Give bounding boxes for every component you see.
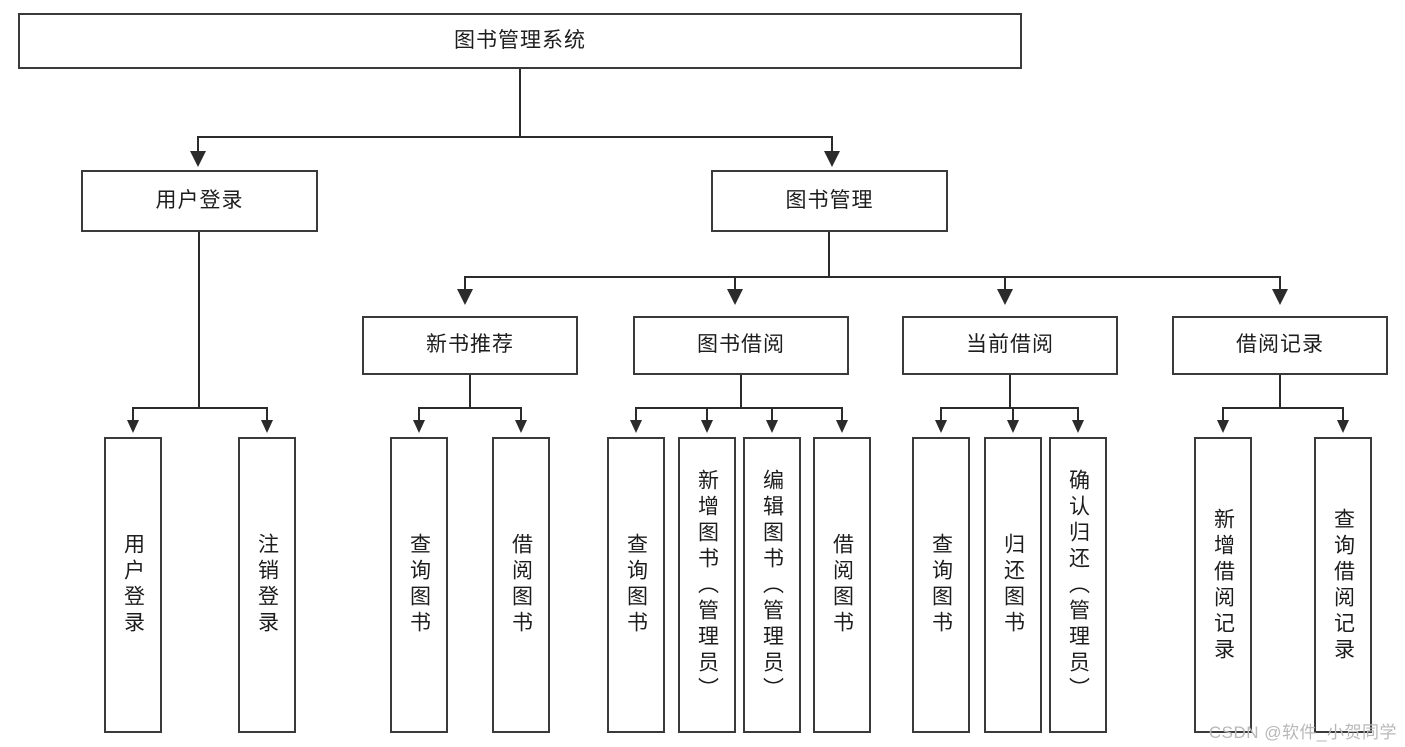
arrow-down-icon	[1072, 420, 1084, 433]
leaf-return-book[interactable]: 归还图书	[984, 437, 1042, 733]
connector-drop-leaf	[1222, 407, 1224, 421]
leaf-query-book-1[interactable]: 查询图书	[390, 437, 448, 733]
connector-stem	[740, 375, 742, 409]
connector-drop-leaf	[132, 407, 134, 421]
connector-bus	[635, 407, 843, 409]
connector-bus	[1222, 407, 1344, 409]
node-new-book-recommend[interactable]: 新书推荐	[362, 316, 578, 375]
leaf-label: 借阅图书	[509, 533, 533, 637]
leaf-query-book-2[interactable]: 查询图书	[607, 437, 665, 733]
connector-drop-leaf	[1012, 407, 1014, 421]
connector-user-login-bus	[132, 407, 268, 409]
node-book-management[interactable]: 图书管理	[711, 170, 948, 232]
connector-stem	[469, 375, 471, 409]
connector-drop-leaf	[418, 407, 420, 421]
connector-book-management-stem	[828, 232, 830, 277]
connector-drop-book-borrow	[734, 276, 736, 290]
connector-book-management-bus	[464, 276, 1280, 278]
leaf-confirm-return[interactable]: 确认归还（管理员）	[1049, 437, 1107, 733]
leaf-label: 查询图书	[929, 533, 953, 637]
arrow-down-icon	[261, 420, 273, 433]
csdn-watermark: CSDN @软件_小贺同学	[1208, 723, 1397, 742]
connector-drop-user-login	[197, 136, 199, 152]
connector-root-stem	[519, 69, 521, 137]
arrow-down-icon	[935, 420, 947, 433]
node-label: 图书管理	[785, 188, 874, 212]
node-root-system[interactable]: 图书管理系统	[18, 13, 1022, 69]
leaf-add-record[interactable]: 新增借阅记录	[1194, 437, 1252, 733]
node-book-borrow[interactable]: 图书借阅	[633, 316, 849, 375]
leaf-label: 归还图书	[1001, 533, 1025, 637]
connector-drop-leaf	[771, 407, 773, 421]
arrow-down-icon	[457, 289, 473, 305]
connector-drop-leaf	[841, 407, 843, 421]
node-user-login[interactable]: 用户登录	[81, 170, 318, 232]
arrow-down-icon	[413, 420, 425, 433]
leaf-label: 用户登录	[121, 533, 145, 637]
leaf-label: 确认归还（管理员）	[1066, 469, 1090, 703]
connector-stem	[1009, 375, 1011, 409]
arrow-down-icon	[1272, 289, 1288, 305]
leaf-label: 新增图书（管理员）	[695, 469, 719, 703]
leaf-borrow-book-2[interactable]: 借阅图书	[813, 437, 871, 733]
leaf-logout-login[interactable]: 注销登录	[238, 437, 296, 733]
node-borrow-record[interactable]: 借阅记录	[1172, 316, 1388, 375]
node-label: 图书借阅	[697, 333, 785, 357]
arrow-down-icon	[701, 420, 713, 433]
leaf-label: 编辑图书（管理员）	[760, 469, 784, 703]
arrow-down-icon	[630, 420, 642, 433]
arrow-down-icon	[997, 289, 1013, 305]
leaf-label: 查询图书	[624, 533, 648, 637]
node-label: 图书管理系统	[454, 28, 586, 52]
arrow-down-icon	[1337, 420, 1349, 433]
leaf-label: 查询借阅记录	[1331, 508, 1355, 664]
connector-bus	[940, 407, 1079, 409]
arrow-down-icon	[1007, 420, 1019, 433]
connector-drop-leaf	[635, 407, 637, 421]
node-label: 借阅记录	[1236, 333, 1324, 357]
node-label: 新书推荐	[426, 333, 514, 357]
connector-drop-leaf	[940, 407, 942, 421]
leaf-query-book-3[interactable]: 查询图书	[912, 437, 970, 733]
arrow-down-icon	[836, 420, 848, 433]
node-label: 用户登录	[155, 188, 244, 212]
connector-drop-current-borrow	[1004, 276, 1006, 290]
connector-root-bus	[197, 136, 833, 138]
leaf-add-book[interactable]: 新增图书（管理员）	[678, 437, 736, 733]
leaf-edit-book[interactable]: 编辑图书（管理员）	[743, 437, 801, 733]
leaf-user-login[interactable]: 用户登录	[104, 437, 162, 733]
node-label: 当前借阅	[966, 333, 1054, 357]
arrow-down-icon	[824, 151, 840, 167]
leaf-label: 查询图书	[407, 533, 431, 637]
connector-drop-borrow-record	[1279, 276, 1281, 290]
leaf-borrow-book-1[interactable]: 借阅图书	[492, 437, 550, 733]
arrow-down-icon	[766, 420, 778, 433]
connector-drop-leaf	[706, 407, 708, 421]
arrow-down-icon	[190, 151, 206, 167]
leaf-label: 注销登录	[255, 533, 279, 637]
connector-bus	[418, 407, 522, 409]
connector-drop-new-book	[464, 276, 466, 290]
arrow-down-icon	[727, 289, 743, 305]
connector-stem	[1279, 375, 1281, 409]
leaf-label: 新增借阅记录	[1211, 508, 1235, 664]
connector-drop-leaf	[266, 407, 268, 421]
connector-drop-leaf	[520, 407, 522, 421]
leaf-label: 借阅图书	[830, 533, 854, 637]
connector-drop-leaf	[1342, 407, 1344, 421]
connector-drop-book-management	[831, 136, 833, 152]
connector-drop-leaf	[1077, 407, 1079, 421]
arrow-down-icon	[515, 420, 527, 433]
node-current-borrow[interactable]: 当前借阅	[902, 316, 1118, 375]
connector-user-login-stem	[198, 232, 200, 408]
leaf-query-record[interactable]: 查询借阅记录	[1314, 437, 1372, 733]
arrow-down-icon	[127, 420, 139, 433]
arrow-down-icon	[1217, 420, 1229, 433]
